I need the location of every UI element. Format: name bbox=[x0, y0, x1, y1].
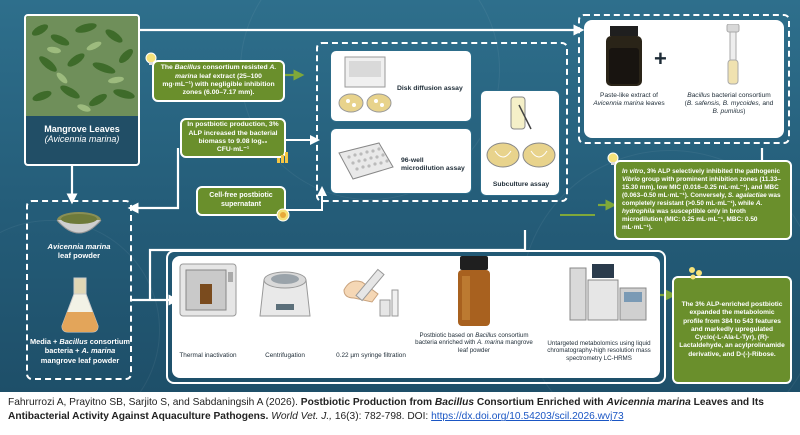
graphical-abstract: Mangrove Leaves (Avicennia marina) Avice… bbox=[0, 0, 800, 392]
citation-title-e: Leaves and Its Antibacterial Activity Ag… bbox=[8, 397, 764, 423]
resisted-0: The bbox=[160, 64, 175, 72]
consortium-d: B. safensis, B. mycoides, bbox=[686, 99, 761, 107]
media-f: mangrove leaf powder bbox=[40, 355, 120, 365]
citation-volume: 16(3): 782-798. DOI: bbox=[332, 411, 432, 423]
citation-title-a: Postbiotic Production from bbox=[300, 397, 435, 408]
media-d: bacteria + bbox=[44, 346, 82, 356]
invitro-3: group with prominent inhibition zones (1… bbox=[622, 176, 781, 199]
consortium-a: Bacillus bbox=[687, 92, 710, 99]
doi-link[interactable]: https://dx.doi.org/10.54203/scil.2026.wv… bbox=[431, 411, 624, 423]
citation-authors: Fahrurrozi A, Prayitno SB, Sarjito S, an… bbox=[8, 397, 301, 408]
microdilution-card: 96-well microdilution assay bbox=[330, 128, 472, 194]
process-panel bbox=[166, 250, 666, 384]
syringe-filter-icon bbox=[343, 268, 399, 317]
resisted-box: The Bacillus consortium resisted A. mari… bbox=[152, 60, 285, 102]
citation-title-b: Bacillus bbox=[434, 397, 474, 408]
chart-icon bbox=[276, 150, 290, 164]
invitro-1: , 3% ALP selectively inhibited the patho… bbox=[643, 168, 781, 175]
subculture-icon bbox=[486, 96, 556, 168]
swab-tube-icon bbox=[726, 24, 740, 85]
powder-bowl-icon bbox=[56, 212, 102, 234]
consortium-e: and bbox=[760, 99, 774, 107]
media-b: Bacillus bbox=[59, 337, 88, 346]
citation: Fahrurrozi A, Prayitno SB, Sarjito S, an… bbox=[8, 396, 792, 425]
consortium-label: Bacillus bacterial consortium (B. safens… bbox=[676, 92, 782, 116]
powder-rest: leaf powder bbox=[57, 251, 101, 261]
citation-journal: World Vet. J., bbox=[268, 411, 332, 423]
citation-title-c: Consortium Enriched with bbox=[474, 397, 607, 408]
metabolomic-box: The 3% ALP-enriched postbiotic expanded … bbox=[672, 276, 792, 384]
invitro-box: In vitro, 3% ALP selectively inhibited t… bbox=[614, 160, 792, 240]
centrifugation-label: Centrifugation bbox=[265, 352, 305, 359]
media-label: Media + Bacillus consortium bacteria + A… bbox=[28, 337, 132, 365]
media-c: consortium bbox=[87, 337, 130, 346]
powder-name: Avicennia marina bbox=[47, 242, 111, 251]
resisted-2: consortium resisted bbox=[200, 64, 270, 72]
thermal-label: Thermal inactivation bbox=[179, 352, 237, 359]
preparation-panel bbox=[26, 200, 132, 380]
extract-a: Paste-like extract of bbox=[600, 92, 658, 99]
cellfree-box: Cell-free postbiotic supernatant bbox=[196, 186, 286, 216]
mangrove-subtitle: (Avicennia marina) bbox=[44, 134, 120, 144]
media-e: A. marina bbox=[81, 346, 116, 356]
lightbulb-icon-2 bbox=[606, 152, 620, 166]
postbiotic-3: A. marina bbox=[477, 339, 504, 347]
petri-dish-icon bbox=[338, 56, 392, 113]
invitro-0: In vitro bbox=[622, 168, 644, 175]
assay-panel bbox=[316, 42, 568, 202]
centrifuge-icon bbox=[259, 271, 311, 317]
lc-hrms-instrument-icon bbox=[569, 264, 647, 321]
biomass-text: In postbiotic production, 3% ALP increas… bbox=[187, 121, 279, 154]
postbiotic-2: consortium bacteria enriched with bbox=[415, 332, 529, 347]
resisted-3: A. marina bbox=[175, 64, 277, 80]
postbiotic-tube-icon bbox=[458, 256, 490, 326]
postbiotic-4: mangrove leaf powder bbox=[458, 339, 533, 354]
disk-diffusion-card: Disk diffusion assay bbox=[330, 50, 472, 122]
resisted-1: Bacillus bbox=[174, 64, 201, 72]
extract-b: Avicennia marina bbox=[593, 99, 644, 107]
incubator-icon bbox=[179, 263, 237, 317]
target-icon bbox=[276, 208, 290, 222]
subculture-label: Subculture assay bbox=[492, 181, 550, 188]
mangrove-title: Mangrove Leaves bbox=[44, 124, 120, 134]
powder-label: Avicennia marina leaf powder bbox=[30, 242, 128, 260]
consortium-c: ( bbox=[684, 99, 687, 107]
cellfree-text: Cell-free postbiotic supernatant bbox=[209, 192, 273, 208]
extract-label: Paste-like extract of Avicennia marina l… bbox=[586, 92, 672, 108]
media-a: Media + bbox=[29, 337, 60, 346]
postbiotic-label: Postbiotic based on Bacillus consortium … bbox=[412, 332, 536, 354]
subculture-card: Subculture assay bbox=[480, 90, 560, 196]
molecule-icon bbox=[688, 266, 702, 280]
citation-title: Postbiotic Production from Bacillus Cons… bbox=[8, 397, 764, 422]
postbiotic-0: Postbiotic based on bbox=[419, 332, 476, 339]
invitro-6: A. hydrophila bbox=[622, 200, 763, 215]
microdilution-label: 96-well microdilution assay bbox=[401, 157, 465, 173]
consortium-g: ) bbox=[743, 107, 746, 115]
extract-jar-icon bbox=[606, 26, 642, 86]
metabolomic-text: The 3% ALP-enriched postbiotic expanded … bbox=[679, 301, 785, 358]
flask-icon bbox=[61, 277, 99, 333]
citation-title-d: Avicennia marina bbox=[606, 397, 691, 408]
invitro-4: S. agalactiae bbox=[727, 192, 767, 199]
biomass-box: In postbiotic production, 3% ALP increas… bbox=[180, 118, 286, 158]
metabolomics-label: Untargeted metabolomics using liquid chr… bbox=[547, 340, 651, 362]
plus-sign: + bbox=[654, 46, 667, 71]
mangrove-leaves-photo bbox=[26, 16, 138, 116]
mangrove-card: Mangrove Leaves (Avicennia marina) bbox=[24, 14, 140, 166]
postbiotic-1: Bacillus bbox=[475, 332, 497, 339]
consortium-f: B. pumilus bbox=[712, 107, 744, 115]
well-plate-icon bbox=[338, 142, 394, 180]
invitro-7: was susceptible only in broth microdilut… bbox=[622, 208, 758, 231]
consortium-b: bacterial consortium bbox=[709, 92, 771, 99]
invitro-2: Vibrio bbox=[622, 176, 640, 183]
invitro-5: was completely resistant (>0.50 mL·mL⁻¹)… bbox=[622, 192, 781, 207]
resisted-4: leaf extract (25–100 mg·mL⁻¹) with negli… bbox=[162, 72, 275, 97]
disk-diffusion-label: Disk diffusion assay bbox=[397, 85, 463, 92]
extract-c: leaves bbox=[643, 99, 665, 107]
lightbulb-icon bbox=[144, 52, 158, 66]
filtration-label: 0.22 µm syringe filtration bbox=[336, 352, 406, 359]
materials-panel bbox=[578, 14, 790, 144]
